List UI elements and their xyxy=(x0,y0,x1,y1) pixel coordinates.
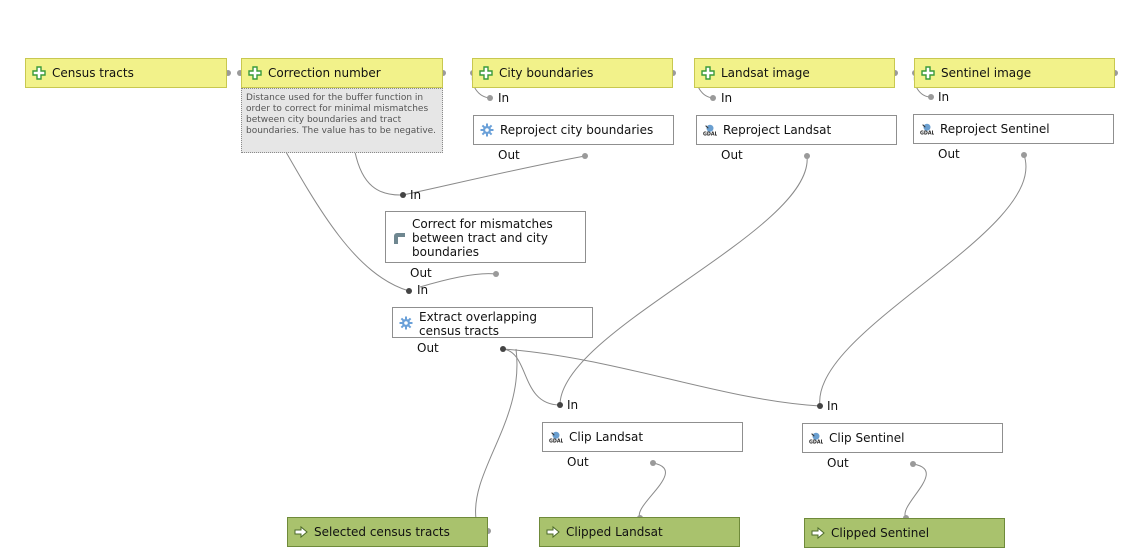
wire-reproject-landsat-to-clip xyxy=(559,155,808,406)
plus-icon xyxy=(32,66,46,80)
port-out-label: Out xyxy=(410,266,432,280)
node-label: Selected census tracts xyxy=(314,525,450,539)
port-dot xyxy=(493,271,499,277)
wire-reproject-city-to-correct xyxy=(402,155,586,196)
node-label: Correct for mismatches between tract and… xyxy=(412,217,553,259)
gear-icon xyxy=(399,316,413,330)
plus-icon xyxy=(479,66,493,80)
port-dot-connected xyxy=(557,402,563,408)
node-label: Correction number xyxy=(268,66,381,80)
parameter-description: Distance used for the buffer function in… xyxy=(241,88,443,153)
wire-extract-to-selected xyxy=(475,348,518,520)
port-out-label: Out xyxy=(938,147,960,161)
port-dot-connected xyxy=(817,403,823,409)
wire-extract-to-clip-sentinel xyxy=(502,348,821,407)
port-out-label: Out xyxy=(567,455,589,469)
node-clip-sentinel[interactable]: GDAL Clip Sentinel xyxy=(802,423,1003,453)
port-in-label: In xyxy=(417,283,429,297)
gdal-icon: GDAL xyxy=(703,124,717,137)
port-in-label: In xyxy=(827,399,839,413)
gdal-icon: GDAL xyxy=(549,431,563,444)
node-landsat-image[interactable]: Landsat image xyxy=(694,58,895,88)
port-in-label: In xyxy=(567,398,579,412)
gdal-icon: GDAL xyxy=(809,432,823,445)
node-clipped-sentinel[interactable]: Clipped Sentinel xyxy=(804,518,1005,548)
svg-text:GDAL: GDAL xyxy=(920,131,934,136)
node-label: Reproject Sentinel xyxy=(940,122,1050,136)
node-label: Clipped Sentinel xyxy=(831,526,930,540)
plus-icon xyxy=(701,66,715,80)
plus-icon xyxy=(248,66,262,80)
wire-reproject-sentinel-to-clip xyxy=(819,154,1027,407)
node-clipped-landsat[interactable]: Clipped Landsat xyxy=(539,517,740,547)
port-dot xyxy=(1021,152,1027,158)
plus-icon xyxy=(921,66,935,80)
port-in-label: In xyxy=(498,91,510,105)
node-label: Census tracts xyxy=(52,66,134,80)
port-out-label: Out xyxy=(498,148,520,162)
wire-extract-to-clip-landsat xyxy=(502,348,561,406)
node-sentinel-image[interactable]: Sentinel image xyxy=(914,58,1115,88)
svg-text:GDAL: GDAL xyxy=(809,440,823,445)
svg-text:GDAL: GDAL xyxy=(703,132,717,137)
node-label: Clip Sentinel xyxy=(829,431,905,445)
port-in-label: In xyxy=(410,188,422,202)
arrow-icon xyxy=(811,526,825,540)
node-reproject-sentinel[interactable]: GDAL Reproject Sentinel xyxy=(913,114,1114,144)
port-dot xyxy=(650,460,656,466)
node-census-tracts[interactable]: Census tracts xyxy=(25,58,227,88)
port-dot xyxy=(710,95,716,101)
port-dot xyxy=(582,153,588,159)
port-dot-connected xyxy=(406,288,412,294)
port-dot-connected xyxy=(400,192,406,198)
port-out-label: Out xyxy=(417,341,439,355)
node-label: Sentinel image xyxy=(941,66,1032,80)
node-selected-census-tracts[interactable]: Selected census tracts xyxy=(287,517,488,547)
port-in-label: In xyxy=(938,90,950,104)
node-label: Extract overlapping census tracts xyxy=(419,310,538,338)
arrow-icon xyxy=(294,525,308,539)
node-label: Landsat image xyxy=(721,66,810,80)
node-correction-number[interactable]: Correction number xyxy=(241,58,443,88)
node-city-boundaries[interactable]: City boundaries xyxy=(472,58,673,88)
node-label: Clip Landsat xyxy=(569,430,644,444)
port-dot-connected xyxy=(500,346,506,352)
node-label: Reproject city boundaries xyxy=(500,123,654,137)
script-icon xyxy=(394,233,405,244)
wire-clip-landsat-to-output xyxy=(638,462,666,519)
svg-text:GDAL: GDAL xyxy=(549,439,563,444)
gdal-icon: GDAL xyxy=(920,123,934,136)
wire-correction-to-correct xyxy=(354,151,404,196)
port-out-label: Out xyxy=(721,148,743,162)
arrow-icon xyxy=(546,525,560,539)
port-dot xyxy=(804,153,810,159)
node-label: Clipped Landsat xyxy=(566,525,663,539)
node-extract-overlapping[interactable]: Extract overlapping census tracts xyxy=(392,307,593,338)
node-correct-mismatches[interactable]: Correct for mismatches between tract and… xyxy=(385,211,586,263)
port-dot xyxy=(910,461,916,467)
node-reproject-landsat[interactable]: GDAL Reproject Landsat xyxy=(696,115,897,145)
node-reproject-city-boundaries[interactable]: Reproject city boundaries xyxy=(473,115,674,145)
wire-clip-sentinel-to-output xyxy=(904,463,927,519)
gear-icon xyxy=(480,123,494,137)
node-clip-landsat[interactable]: GDAL Clip Landsat xyxy=(542,422,743,452)
node-label: City boundaries xyxy=(499,66,594,80)
node-label: Reproject Landsat xyxy=(723,123,832,137)
port-in-label: In xyxy=(721,91,733,105)
port-out-label: Out xyxy=(827,456,849,470)
port-dot xyxy=(928,94,934,100)
port-dot xyxy=(487,95,493,101)
